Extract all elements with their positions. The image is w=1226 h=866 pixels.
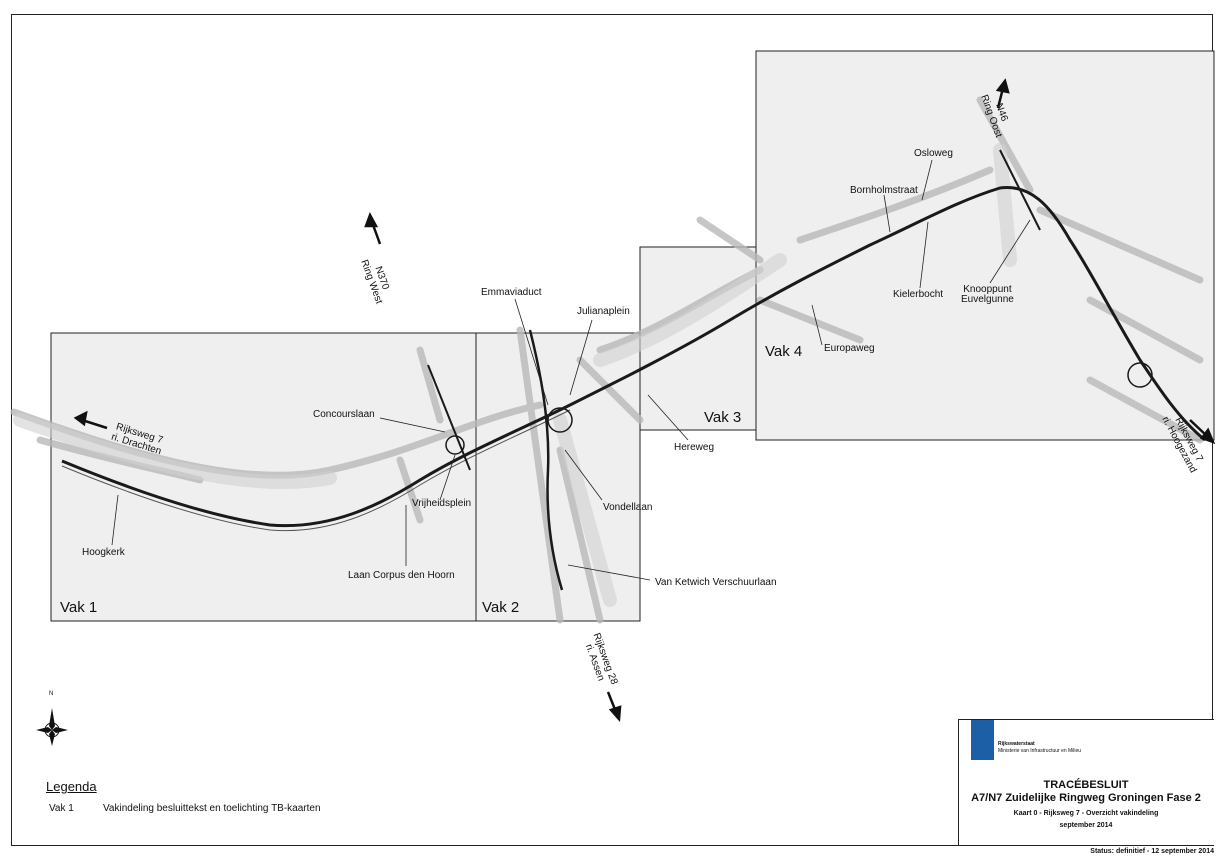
ring-east-road — [999, 149, 1041, 231]
label-julianaplein: Julianaplein — [577, 306, 630, 317]
arrow-drachten — [73, 410, 108, 430]
julianaplein-junction — [547, 407, 573, 433]
urban-area — [10, 96, 1204, 624]
label-vrijheidsplein: Vrijheidsplein — [412, 498, 472, 509]
label-vondellaan: Vondellaan — [603, 502, 653, 513]
logo-line2: Ministerie van Infrastructuur en Milieu — [998, 748, 1082, 754]
label-kielerbocht: Kielerbocht — [893, 289, 944, 300]
compass-icon — [36, 708, 68, 746]
rijkswaterstaat-logo-icon — [971, 720, 994, 760]
label-hoogkerk: Hoogkerk — [82, 547, 125, 558]
title-block — [958, 719, 1214, 846]
label-concourslaan: Concourslaan — [313, 409, 375, 420]
rijksweg-7-road-parallel — [61, 409, 571, 532]
label-emmaviaduct: Emmaviaduct — [481, 287, 542, 298]
arrow-ring-west — [364, 211, 382, 245]
label-laan-corpus: Laan Corpus den Hoorn — [348, 570, 455, 581]
compass-north-label: N — [49, 691, 54, 697]
label-knooppunt: Knooppunt Euvelgunne — [961, 285, 1014, 305]
vak1-label: Vak 1 — [60, 599, 98, 616]
project-title: A7/N7 Zuidelijke Ringweg Groningen Fase … — [971, 792, 1201, 804]
vrijheidsplein-junction — [445, 435, 465, 455]
urban-area-light — [13, 143, 1017, 607]
arrow-ring-oost — [995, 78, 1010, 109]
label-hereweg: Hereweg — [674, 442, 715, 453]
vak2-label: Vak 2 — [482, 599, 520, 616]
logo-line1: Rijkswaterstaat — [998, 741, 1035, 747]
label-knooppunt-line1: Knooppunt — [963, 284, 1012, 295]
rijksweg-28-road — [528, 329, 564, 591]
label-bornholmstraat: Bornholmstraat — [850, 185, 918, 196]
vak4-label: Vak 4 — [765, 343, 803, 360]
legend-title: Legenda — [46, 779, 97, 794]
arrow-hoogezand — [1189, 419, 1216, 445]
map-date: september 2014 — [1059, 822, 1113, 829]
label-van-ketwich: Van Ketwich Verschuurlaan — [655, 577, 777, 588]
leader-lines — [111, 159, 1031, 581]
legend-item-text: Vakindeling besluittekst en toelichting … — [103, 803, 321, 814]
vak3-label: Vak 3 — [704, 409, 742, 426]
status-line: Status: definitief - 12 september 2014 — [1090, 848, 1214, 855]
arrow-assen — [606, 691, 622, 723]
label-osloweg: Osloweg — [914, 148, 953, 159]
map-title: Kaart 0 - Rijksweg 7 - Overzicht vakinde… — [1013, 810, 1159, 817]
label-knooppunt-line2: Euvelgunne — [961, 294, 1014, 305]
label-europaweg: Europaweg — [824, 343, 875, 354]
legend-item-label: Vak 1 — [49, 803, 74, 814]
euvelgunne-junction — [1127, 362, 1153, 388]
doc-type: TRACÉBESLUIT — [1043, 779, 1129, 791]
rijksweg-7-road — [61, 186, 1206, 528]
